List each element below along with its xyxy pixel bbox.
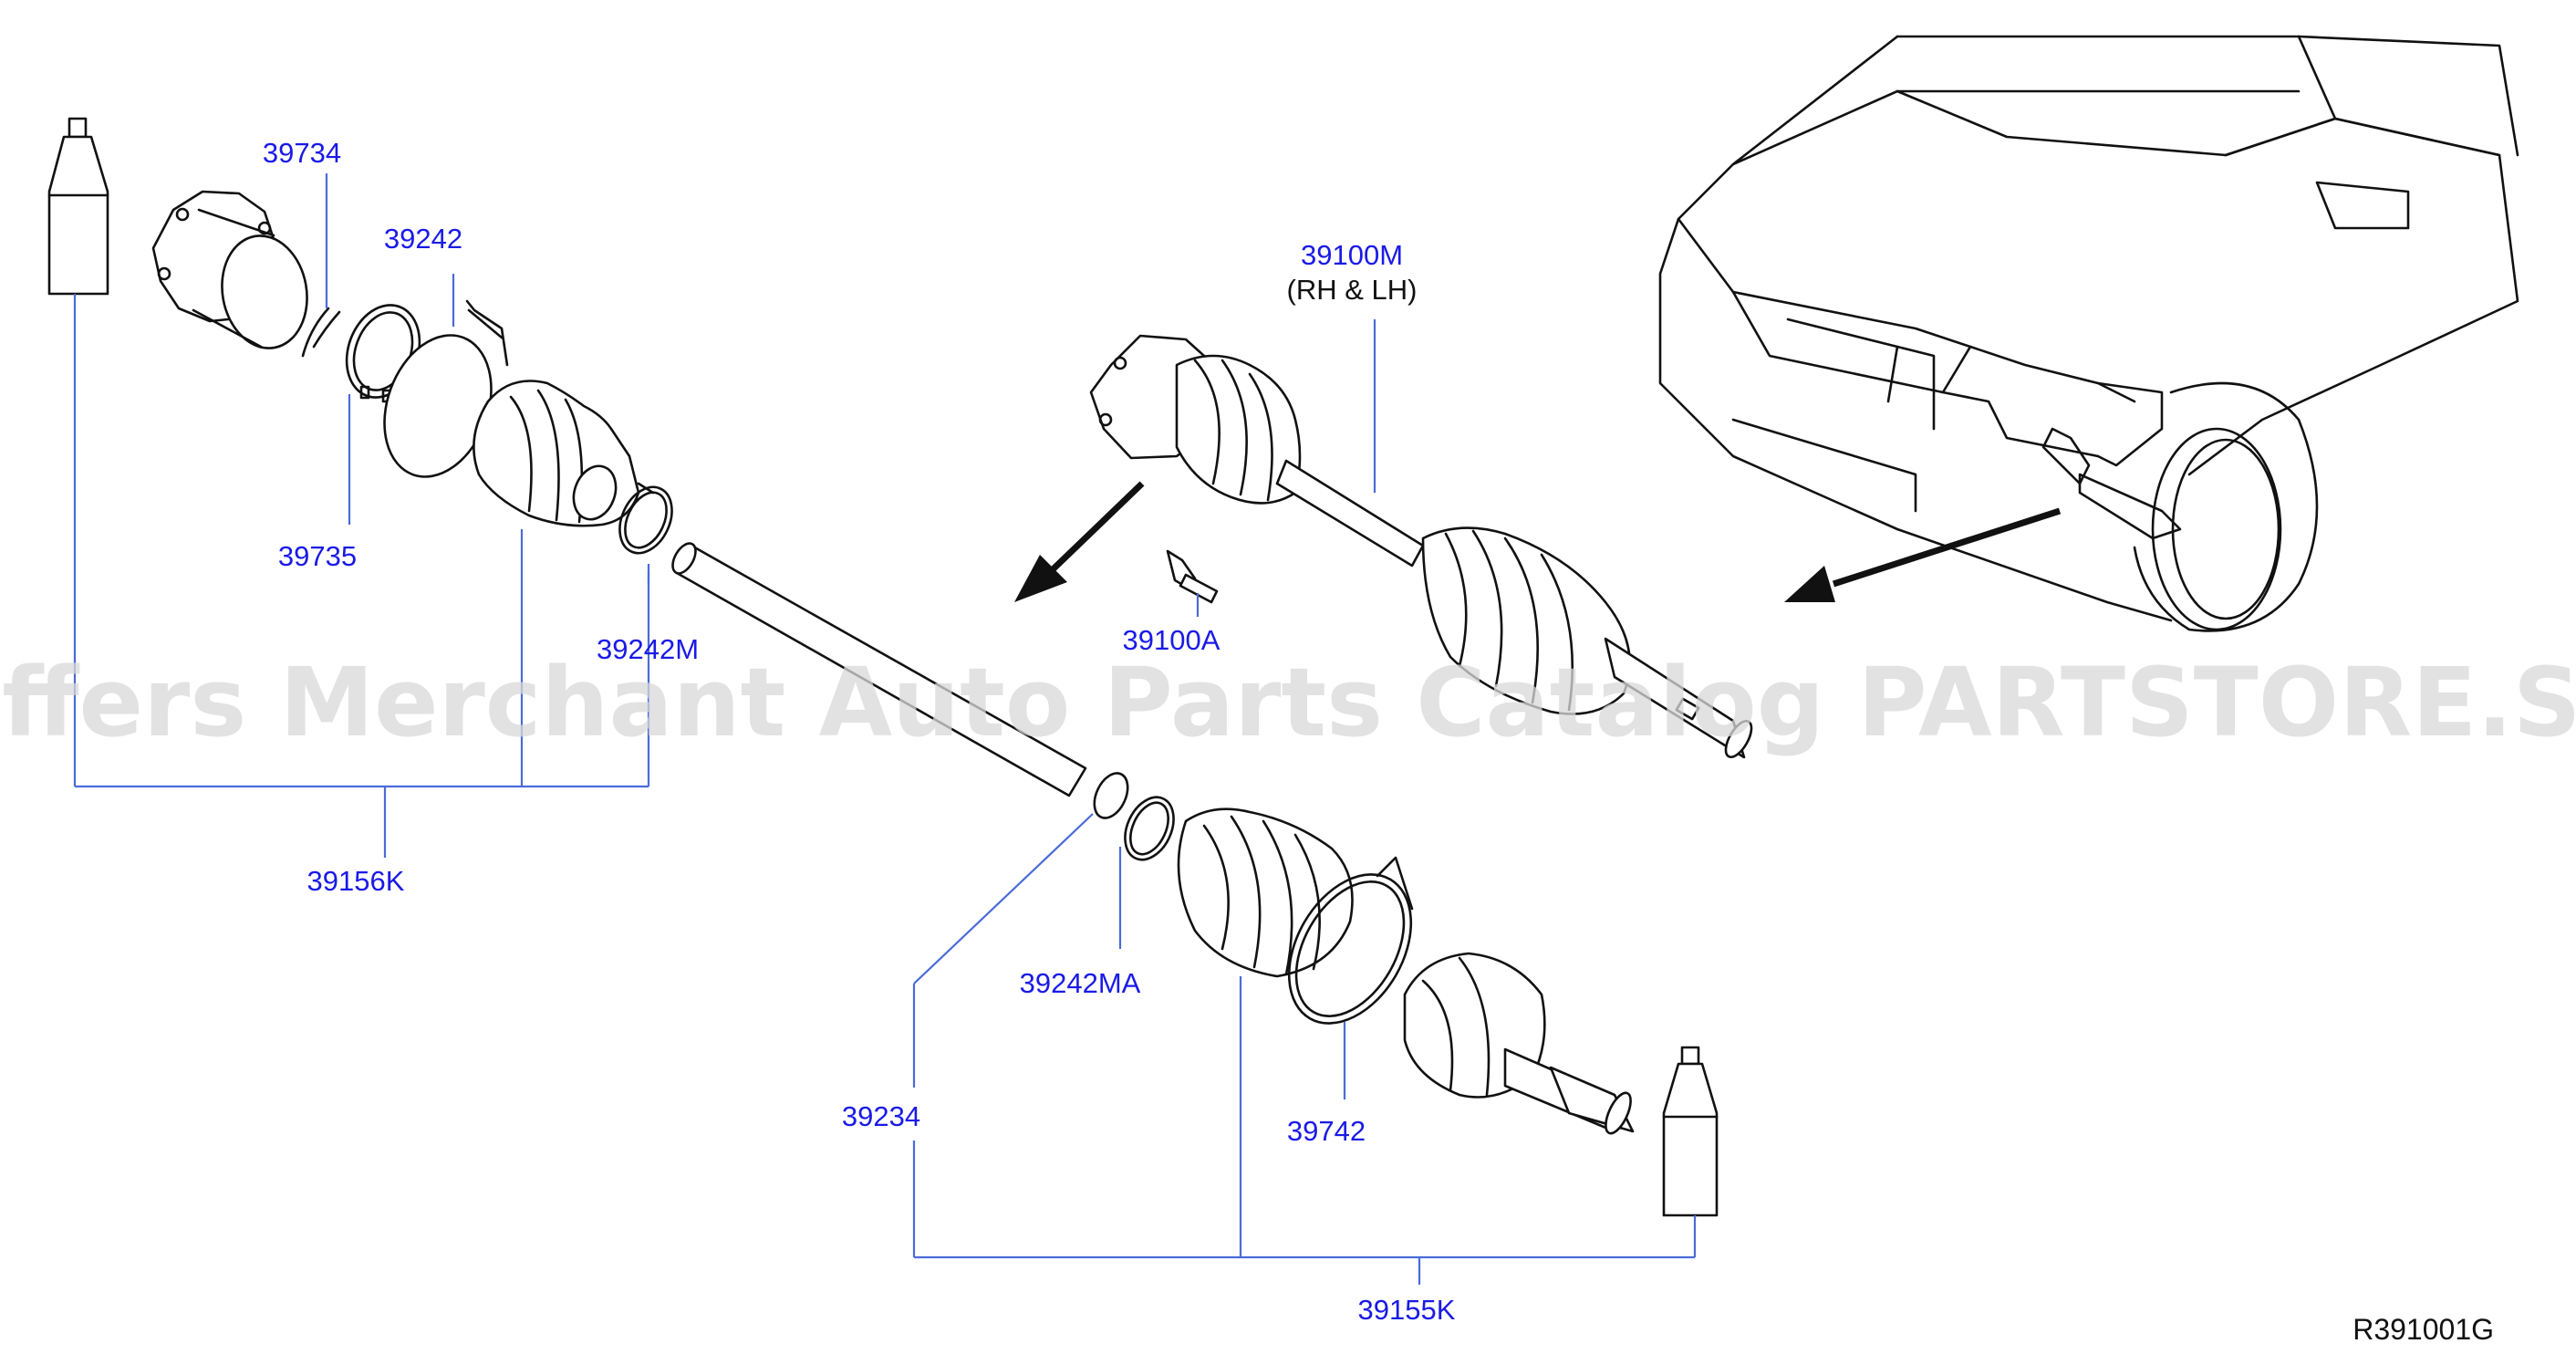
- snap-ring-39242ma: [1093, 772, 1175, 861]
- callout-39155k: 39155K: [1358, 1294, 1456, 1326]
- bolt-39100a: [1166, 549, 1219, 604]
- figure-code: R391001G: [2353, 1313, 2494, 1346]
- leader-lines-left: [73, 173, 650, 858]
- leader-lines-right: [912, 813, 1697, 1285]
- callout-39735: 39735: [278, 540, 357, 572]
- leader-lines-center: [1196, 319, 1376, 617]
- callout-39734: 39734: [263, 137, 341, 169]
- snap-ring-39734: [301, 307, 341, 358]
- drive-shaft-assembly-39100m: [1089, 334, 1753, 759]
- removal-arrow-left: [1014, 481, 1145, 602]
- callout-39242m: 39242M: [597, 633, 699, 665]
- boot-band-39242: [383, 299, 509, 478]
- callout-39234: 39234: [842, 1100, 920, 1132]
- callout-39156k: 39156K: [307, 865, 405, 897]
- callout-39100m-side-note: (RH & LH): [1287, 274, 1418, 306]
- grease-tube-right: [1662, 1046, 1719, 1217]
- removal-arrow-right: [1784, 507, 2062, 602]
- callout-39242: 39242: [384, 223, 462, 255]
- boot-band-39242m: [618, 482, 673, 555]
- grease-tube-left: [47, 117, 109, 296]
- boot-band-39742: [1287, 856, 1414, 1025]
- callout-39100m: 39100M: [1301, 239, 1403, 271]
- callout-39100a: 39100A: [1123, 624, 1220, 656]
- outer-boot: [1177, 807, 1354, 978]
- vehicle-location-illustration: [1658, 35, 2519, 632]
- watermark: Offers Merchant Auto Parts Catalog PARTS…: [0, 647, 2576, 758]
- drive-shaft-39234: [671, 542, 1087, 797]
- inner-joint-housing: [151, 190, 308, 349]
- inner-boot: [473, 380, 640, 527]
- outer-joint-39155k: [1403, 952, 1635, 1135]
- callout-39742: 39742: [1287, 1115, 1366, 1147]
- callout-39242ma: 39242MA: [1020, 967, 1141, 999]
